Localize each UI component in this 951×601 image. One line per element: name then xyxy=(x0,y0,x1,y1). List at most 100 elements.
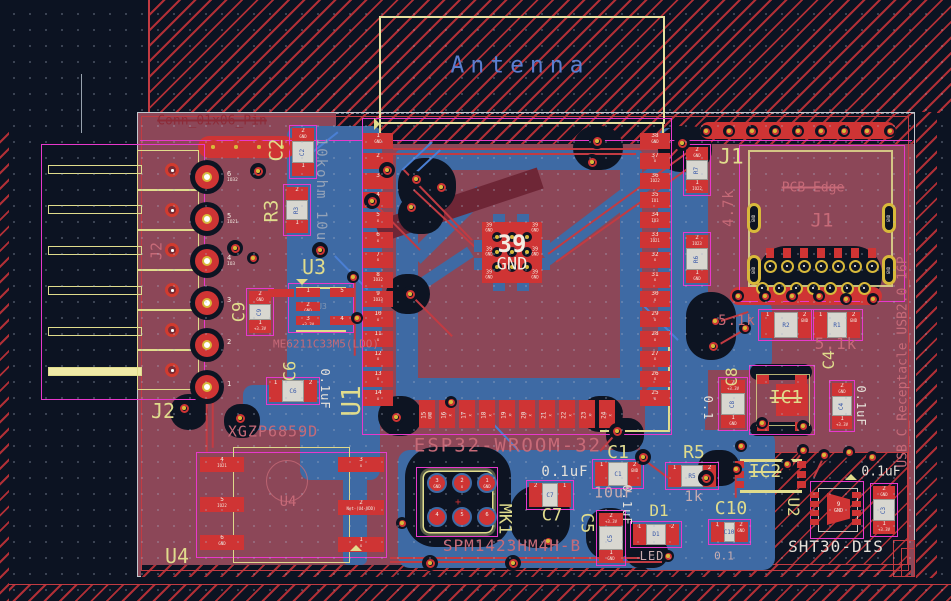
R5-courtyard[interactable] xyxy=(665,462,719,490)
via[interactable] xyxy=(840,293,852,305)
sht30-pad[interactable] xyxy=(852,519,861,525)
usb-pin-hole[interactable] xyxy=(780,259,794,273)
R6-courtyard[interactable] xyxy=(683,232,711,286)
via[interactable] xyxy=(433,179,449,195)
via[interactable] xyxy=(818,449,830,461)
u3-pad-4[interactable]: 4 xyxy=(330,316,354,325)
lbl-51k-a[interactable]: 5.1k xyxy=(718,313,756,329)
via[interactable] xyxy=(730,463,742,475)
j2-cell-hole[interactable] xyxy=(165,243,179,257)
j2-finger[interactable] xyxy=(48,326,142,336)
via[interactable] xyxy=(674,135,690,151)
C1-courtyard[interactable] xyxy=(592,459,644,489)
R5-pad-1[interactable]: 1 xyxy=(668,465,681,487)
lbl-u4-fab[interactable]: U4 xyxy=(279,494,297,510)
lbl-conn-fab[interactable]: Conn_01x06_Pin xyxy=(157,113,267,129)
via[interactable] xyxy=(867,293,879,305)
via[interactable] xyxy=(746,125,758,137)
via[interactable] xyxy=(797,420,809,432)
usb-shield-slot[interactable]: GND xyxy=(747,255,761,285)
C5-body[interactable]: C5 xyxy=(599,526,623,550)
via[interactable] xyxy=(735,440,747,452)
R7-courtyard[interactable] xyxy=(683,144,711,196)
j2-cell-hole[interactable] xyxy=(165,323,179,337)
lbl-01uf-c6[interactable]: 0.1uF xyxy=(318,368,332,410)
thermal-via[interactable] xyxy=(522,232,532,242)
via[interactable] xyxy=(408,171,424,187)
via[interactable] xyxy=(228,139,244,155)
C3-courtyard[interactable] xyxy=(870,483,898,537)
thermal-via[interactable] xyxy=(507,262,517,272)
sht30-pad[interactable] xyxy=(852,501,861,507)
C4-courtyard[interactable] xyxy=(829,380,855,432)
lbl-c1[interactable]: C1 xyxy=(607,442,629,463)
via[interactable] xyxy=(769,125,781,137)
C7-pad-2[interactable]: 2 xyxy=(529,483,542,507)
lbl-c2[interactable]: C2 xyxy=(265,138,288,162)
C1-pad-1[interactable]: 1 xyxy=(595,462,608,486)
ic1-pad[interactable] xyxy=(795,375,807,384)
mk1-pad-5[interactable]: 5 xyxy=(452,507,472,527)
C2-courtyard[interactable] xyxy=(289,125,317,179)
lbl-01-c8[interactable]: 0.1 xyxy=(701,395,715,421)
lbl-01-c10[interactable]: 0.1 xyxy=(714,549,734,563)
lbl-mk1[interactable]: MK1 xyxy=(494,503,515,535)
via[interactable] xyxy=(227,240,243,256)
lbl-c5[interactable]: C5 xyxy=(576,512,597,534)
j2-cell-hole[interactable] xyxy=(165,363,179,377)
sht30-pad[interactable] xyxy=(810,519,819,525)
D1-pad-1[interactable]: 1 xyxy=(633,523,646,545)
via[interactable] xyxy=(792,125,804,137)
via[interactable] xyxy=(422,555,438,571)
thermal-via[interactable] xyxy=(492,262,502,272)
C7-pad-1[interactable]: 1 xyxy=(558,483,571,507)
lbl-u1[interactable]: U1 xyxy=(337,385,367,417)
sht30-pad[interactable] xyxy=(810,510,819,516)
lbl-c7[interactable]: C7 xyxy=(541,505,563,526)
ic2-pad[interactable] xyxy=(735,481,744,488)
lbl-d1[interactable]: D1 xyxy=(649,501,669,520)
thermal-via[interactable] xyxy=(507,232,517,242)
j2-pad-5[interactable] xyxy=(195,207,219,231)
C4-pad-1[interactable]: 1+3.3V xyxy=(832,416,852,429)
via[interactable] xyxy=(739,322,751,334)
ic2-pad[interactable] xyxy=(797,481,806,488)
via[interactable] xyxy=(759,290,771,302)
R2-body[interactable]: R2 xyxy=(774,312,798,338)
via[interactable] xyxy=(379,162,395,178)
via[interactable] xyxy=(815,125,827,137)
lbl-c8[interactable]: C8 xyxy=(722,367,741,387)
C10-body[interactable]: C10 xyxy=(723,522,735,542)
via[interactable] xyxy=(347,271,359,283)
ic1-center-pad[interactable] xyxy=(776,384,808,416)
ic1-courtyard[interactable] xyxy=(749,365,815,435)
lbl-10kohm[interactable]: 10kohm 10u xyxy=(313,137,329,243)
via[interactable] xyxy=(838,125,850,137)
C9-body[interactable]: C9 xyxy=(249,304,271,320)
via[interactable] xyxy=(250,163,266,179)
sht30-pad[interactable] xyxy=(852,492,861,498)
R3-courtyard[interactable] xyxy=(283,184,311,236)
C5-pad-2[interactable]: 2+3.3V xyxy=(599,513,623,526)
j2-pad-6[interactable] xyxy=(195,165,219,189)
u3-courtyard[interactable] xyxy=(288,283,354,333)
thermal-via[interactable] xyxy=(492,247,502,257)
mk1-courtyard[interactable] xyxy=(416,467,498,537)
lbl-esp32[interactable]: ESP32-WROOM-32 xyxy=(413,434,603,457)
